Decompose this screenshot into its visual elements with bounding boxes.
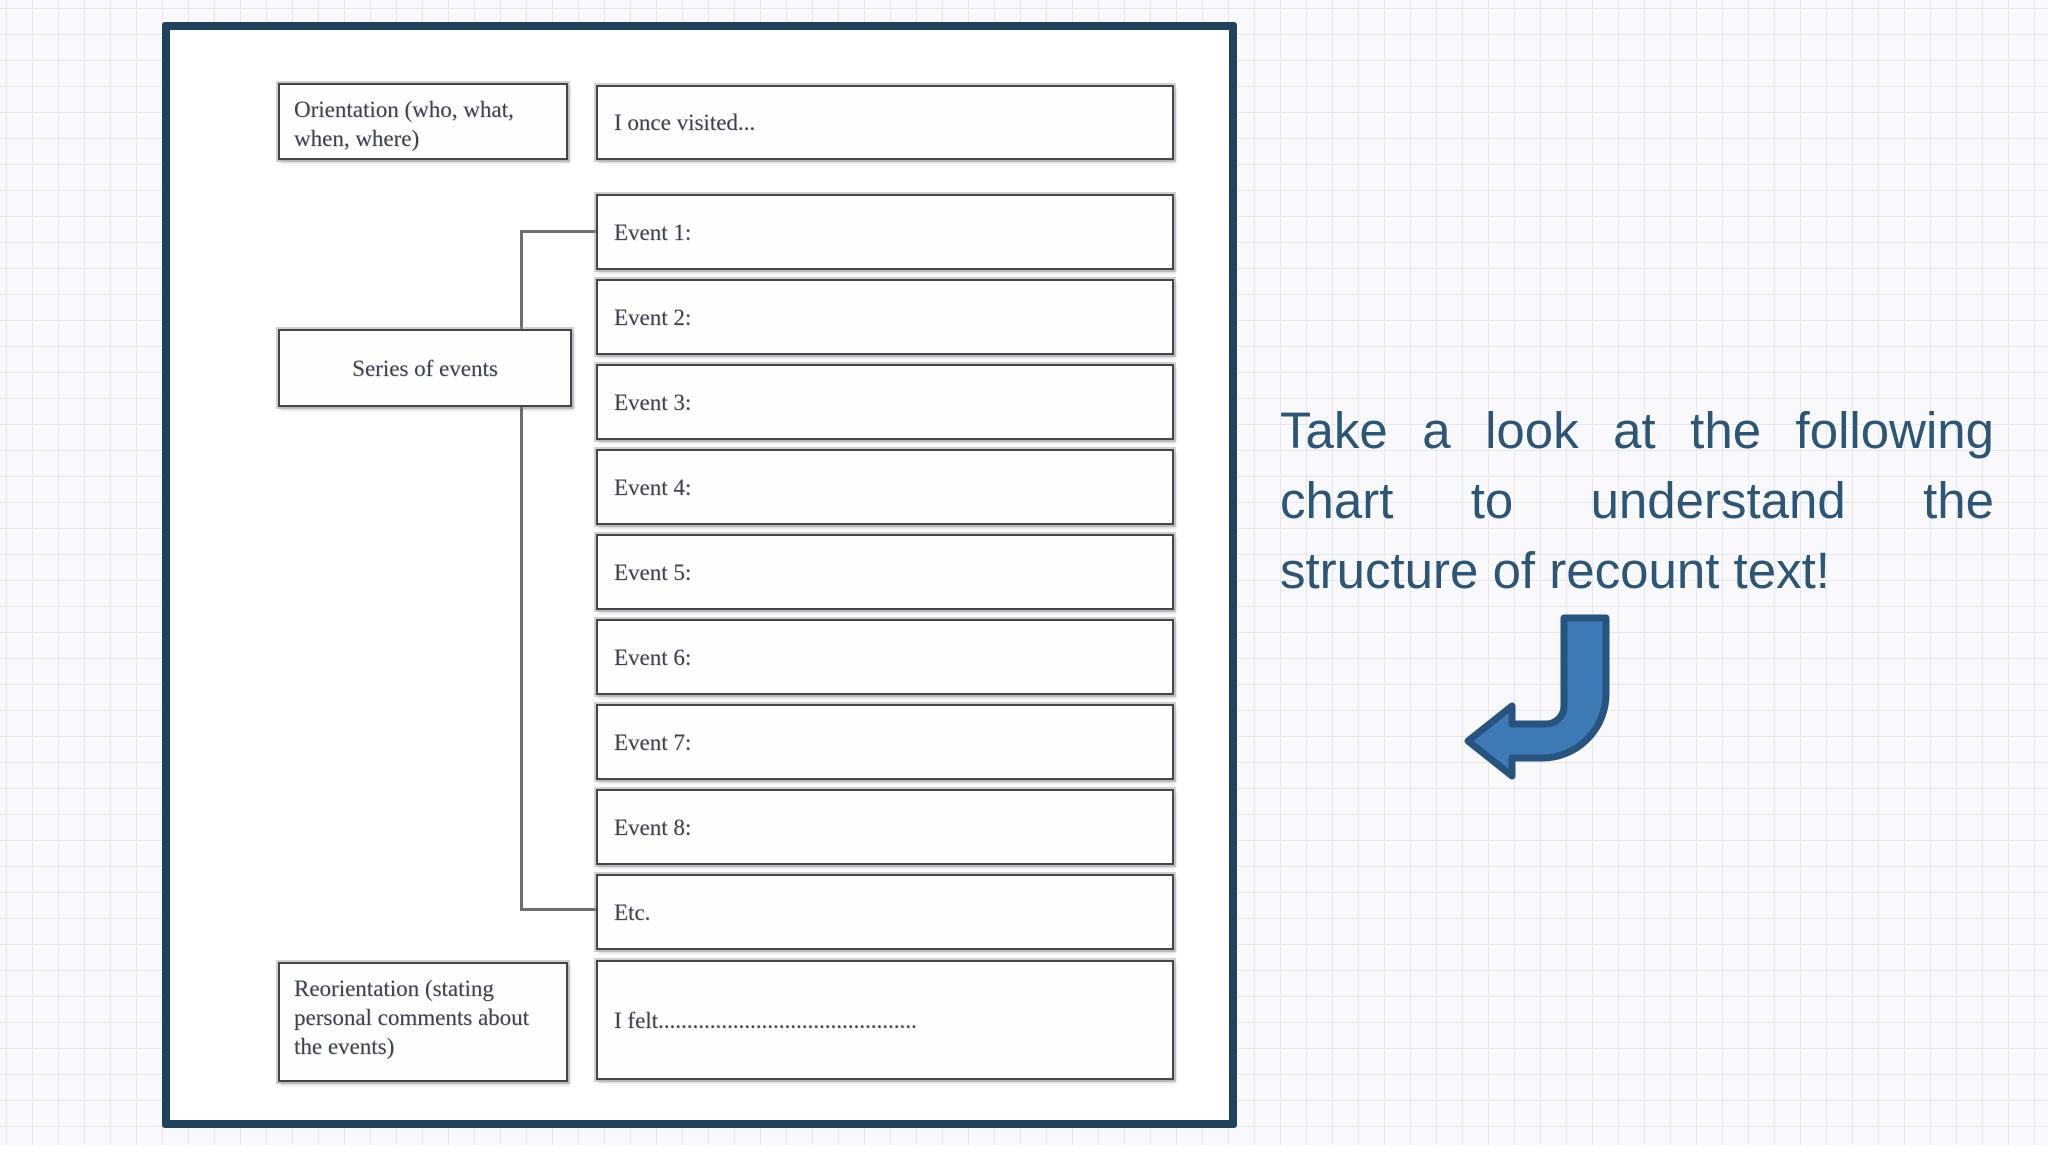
series-of-events-box: Series of events (278, 329, 572, 407)
callout-text: Take a look at the following chart to un… (1280, 396, 1994, 606)
connector-line-vertical (520, 230, 523, 911)
curved-down-left-arrow-icon (1464, 614, 1610, 780)
event-box: Event 4: (596, 449, 1174, 525)
callout-line: structure of recount text! (1280, 542, 1830, 599)
event-box: Etc. (596, 874, 1174, 950)
orientation-box: Orientation (who, what, when, where) (278, 83, 568, 160)
event-box: Event 8: (596, 789, 1174, 865)
event-box: Event 1: (596, 194, 1174, 270)
connector-line-top (520, 230, 598, 233)
event-box: Event 3: (596, 364, 1174, 440)
recount-structure-chart: Orientation (who, what, when, where) I o… (162, 22, 1237, 1128)
event-box: Event 6: (596, 619, 1174, 695)
callout-line: chart to understand the (1280, 472, 1994, 529)
reorientation-box: Reorientation (stating personal comments… (278, 962, 568, 1082)
callout-line: Take a look at the following (1280, 402, 1994, 459)
bottom-margin-strip (0, 1145, 2048, 1152)
connector-line-bottom (520, 908, 598, 911)
event-box: Event 7: (596, 704, 1174, 780)
orientation-example-box: I once visited... (596, 85, 1174, 160)
event-box: Event 5: (596, 534, 1174, 610)
reorientation-example-box: I felt..................................… (596, 960, 1174, 1080)
event-box: Event 2: (596, 279, 1174, 355)
